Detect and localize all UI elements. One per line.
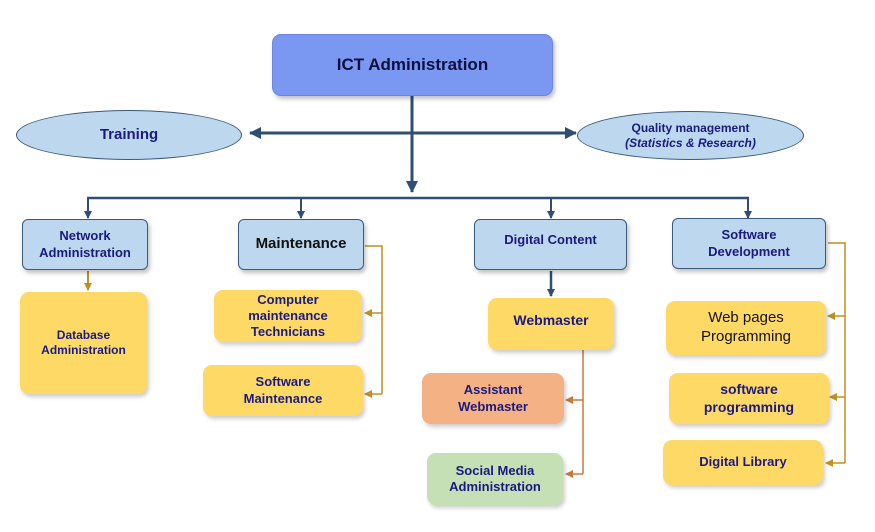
quality-management-subtitle: (Statistics & Research) bbox=[625, 135, 756, 150]
webmaster-node: Webmaster bbox=[488, 298, 614, 350]
computer-maintenance-label: Computer maintenance Technicians bbox=[248, 291, 328, 340]
quality-management-node: Quality management (Statistics & Researc… bbox=[577, 111, 804, 160]
database-administration-label: Database Administration bbox=[41, 328, 126, 357]
digital-content-node: Digital Content bbox=[474, 219, 627, 270]
social-media-label: Social Media Administration bbox=[449, 462, 541, 494]
network-administration-node: Network Administration bbox=[22, 219, 148, 270]
software-programming-node: software programming bbox=[669, 373, 829, 424]
quality-management-label: Quality management bbox=[631, 120, 750, 135]
web-pages-node: Web pages Programming bbox=[666, 301, 826, 355]
social-media-node: Social Media Administration bbox=[427, 453, 563, 505]
ict-administration-label: ICT Administration bbox=[336, 55, 489, 75]
maintenance-bracket bbox=[365, 245, 383, 394]
software-development-label: Software Development bbox=[708, 227, 790, 259]
assistant-webmaster-node: Assistant Webmaster bbox=[422, 373, 564, 424]
network-administration-label: Network Administration bbox=[39, 228, 131, 260]
digital-content-label: Digital Content bbox=[504, 232, 597, 247]
software-bracket bbox=[828, 242, 846, 463]
digital-library-node: Digital Library bbox=[663, 440, 823, 485]
software-programming-label: software programming bbox=[703, 381, 795, 415]
software-maintenance-node: Software Maintenance bbox=[203, 365, 363, 416]
maintenance-label: Maintenance bbox=[255, 235, 347, 253]
database-administration-node: Database Administration bbox=[20, 292, 147, 394]
webmaster-label: Webmaster bbox=[513, 312, 589, 328]
training-label: Training bbox=[99, 125, 159, 143]
digital-library-label: Digital Library bbox=[699, 454, 787, 470]
ict-administration-node: ICT Administration bbox=[272, 34, 553, 96]
software-development-node: Software Development bbox=[672, 218, 826, 269]
software-maintenance-label: Software Maintenance bbox=[243, 374, 323, 406]
maintenance-node: Maintenance bbox=[238, 219, 364, 270]
training-node: Training bbox=[16, 110, 242, 160]
computer-maintenance-node: Computer maintenance Technicians bbox=[214, 290, 362, 342]
assistant-webmaster-label: Assistant Webmaster bbox=[458, 382, 528, 414]
web-pages-label: Web pages Programming bbox=[700, 309, 792, 345]
